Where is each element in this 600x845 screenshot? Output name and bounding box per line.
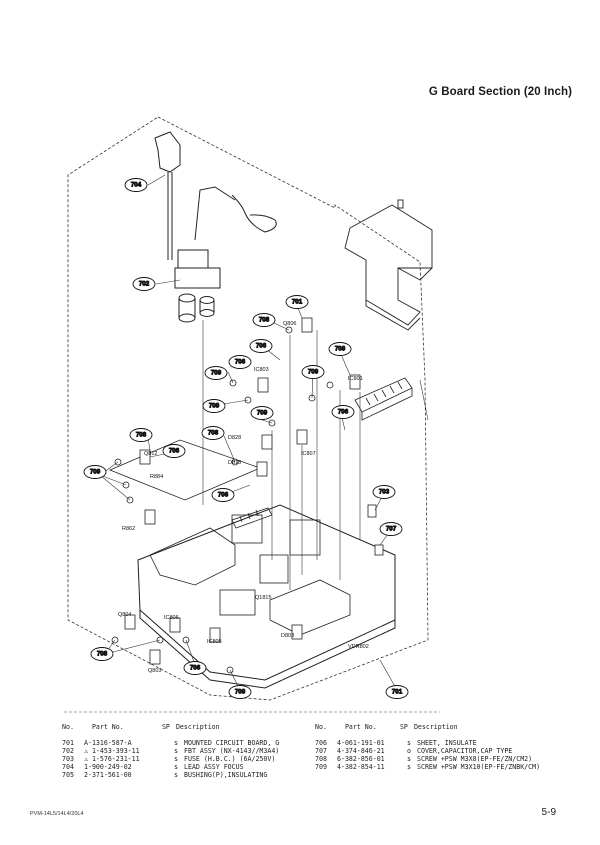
component-labels: Q806 IC803 IC801 D828 IC807 D818 Q812 R8…: [118, 321, 369, 674]
table-header-right: No. Part No.SP Description: [315, 723, 458, 731]
callouts: 704 702 701 708 706 709 706 709 709 709 …: [83, 178, 409, 699]
callout-708d: 708: [97, 651, 108, 658]
label-q804: Q804: [118, 612, 131, 618]
callout-707: 707: [386, 526, 397, 533]
callout-704: 704: [131, 182, 142, 189]
callout-708b: 708: [208, 430, 219, 437]
callout-706e: 706: [218, 492, 229, 499]
label-d828: D828: [228, 435, 241, 441]
callout-706a: 706: [256, 343, 267, 350]
callout-709a: 709: [335, 346, 346, 353]
callout-706d: 706: [169, 448, 180, 455]
label-d818: D818: [228, 460, 241, 466]
label-q803: Q803: [148, 668, 161, 674]
label-q1815: Q1815: [255, 595, 272, 601]
callout-703: 703: [379, 489, 390, 496]
label-ic807: IC807: [301, 451, 316, 457]
label-ic806: IC806: [164, 615, 179, 621]
fbt-assembly: [174, 249, 221, 323]
label-d803: D803: [281, 633, 294, 639]
callout-706f: 706: [190, 665, 201, 672]
label-r884: R884: [150, 474, 163, 480]
table-header-left: No. Part No.SP Description: [62, 723, 220, 731]
callout-709g: 709: [235, 689, 246, 696]
callout-702: 702: [139, 281, 150, 288]
label-ic801: IC801: [348, 376, 363, 382]
callout-706c: 706: [338, 409, 349, 416]
label-q806: Q806: [283, 321, 296, 327]
callout-709c: 709: [308, 369, 319, 376]
callout-708a: 708: [259, 317, 270, 324]
components: [124, 317, 384, 665]
callout-706b: 706: [235, 359, 246, 366]
page-number: 5-9: [541, 807, 556, 818]
label-q812: Q812: [144, 451, 157, 457]
callout-709e: 709: [257, 410, 268, 417]
callout-701a: 701: [292, 299, 303, 306]
model-footer: PVM-14L5/14L4/20L4: [30, 811, 84, 817]
callout-709b: 709: [211, 370, 222, 377]
label-ic805: IC805: [207, 639, 222, 645]
guide-lines: [202, 320, 361, 590]
callout-709f: 709: [90, 469, 101, 476]
label-ic803: IC803: [254, 367, 269, 373]
focus-lead: [154, 131, 277, 260]
callout-701b: 701: [392, 689, 403, 696]
label-r862: R862: [122, 526, 135, 532]
boundary-outline: [67, 116, 429, 701]
heat-sink-right: [354, 377, 413, 421]
page-title: G Board Section (20 Inch): [428, 86, 572, 98]
shield-plate: [344, 199, 433, 331]
callout-709d: 709: [209, 403, 220, 410]
label-vdr802: VDR802: [348, 644, 369, 650]
callout-708c: 708: [136, 432, 147, 439]
heat-sink-center: [231, 507, 273, 529]
exploded-assembly-diagram: Q806 IC803 IC801 D828 IC807 D818 Q812 R8…: [64, 116, 440, 713]
